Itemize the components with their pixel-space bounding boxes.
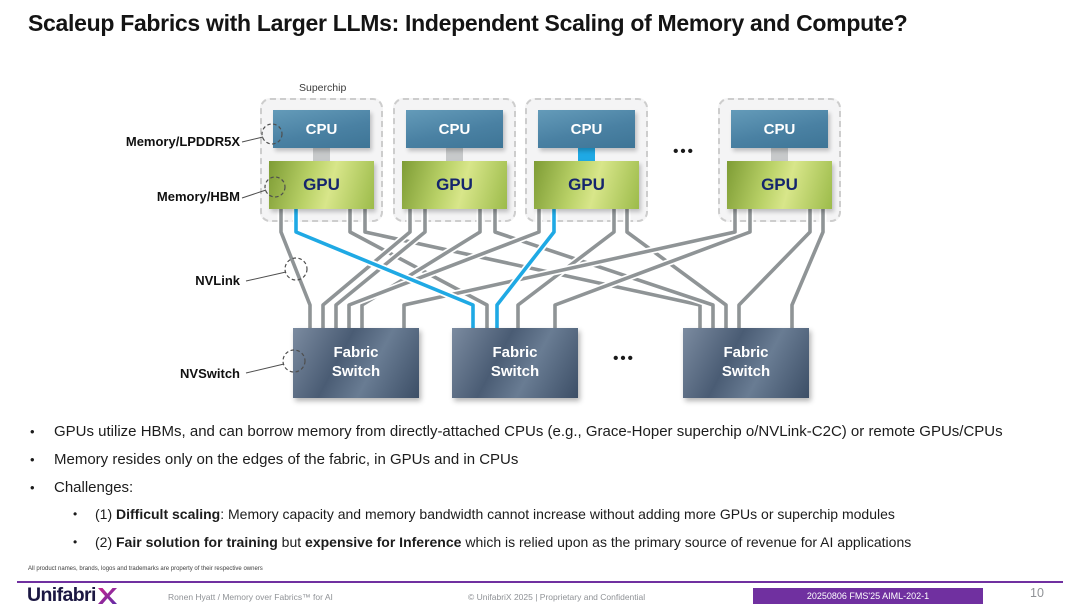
wire: [321, 209, 412, 328]
nvswitch-callout-line: [245, 363, 285, 374]
wire: [347, 209, 541, 328]
label-memory-lpddr5x: Memory/LPDDR5X: [125, 134, 240, 149]
cpu-box: CPU: [538, 110, 635, 148]
wire: [332, 209, 429, 328]
switch-ellipsis: •••: [613, 350, 635, 367]
footer-copyright: © UnifabriX 2025 | Proprietary and Confi…: [468, 592, 646, 602]
wire: [277, 209, 314, 328]
cpu-gpu-connector-nvlink: [578, 148, 595, 161]
bullet-item: GPUs utilize HBMs, and can borrow memory…: [30, 423, 1003, 440]
superchip-ellipsis: •••: [673, 143, 695, 160]
wire: [737, 209, 812, 328]
wire: [361, 209, 704, 328]
footer-credit: Ronen Hyatt / Memory over Fabrics™ for A…: [168, 592, 333, 602]
wire: [735, 209, 814, 328]
footer-disclaimer: All product names, brands, logos and tra…: [28, 566, 263, 572]
wire: [348, 209, 489, 328]
unifabrix-logo: Unifabri: [27, 584, 118, 607]
fabric-switch-box: Fabric Switch: [683, 328, 809, 398]
cpu-box: CPU: [273, 110, 370, 148]
nvlink-wire: [493, 209, 558, 328]
session-badge: 20250806 FMS'25 AIML-202-1: [753, 588, 983, 604]
bullet-text: Challenges:: [54, 479, 134, 496]
cpu-gpu-connector: [771, 148, 788, 161]
cpu-box: CPU: [731, 110, 828, 148]
label-nvlink: NVLink: [195, 273, 240, 288]
nvlink-callout-line: [245, 271, 287, 282]
sub-bullet-item: (1) Difficult scaling: Memory capacity a…: [73, 506, 895, 522]
gpu-box: GPU: [727, 161, 832, 209]
bullet-text: GPUs utilize HBMs, and can borrow memory…: [54, 423, 1003, 440]
wire: [319, 209, 414, 328]
sub-bullet-text: (1) Difficult scaling: Memory capacity a…: [95, 506, 895, 522]
cpu-box: CPU: [406, 110, 503, 148]
wire: [790, 209, 825, 328]
wire: [493, 209, 715, 328]
wire: [360, 209, 482, 328]
gpu-box: GPU: [534, 161, 639, 209]
wire: [788, 209, 827, 328]
unifabrix-logo-text: Unifabri: [27, 584, 96, 606]
sub-bullet-text: (2) Fair solution for training but expen…: [95, 534, 912, 550]
wire: [334, 209, 427, 328]
nvlink-wire: [292, 209, 477, 328]
wire: [514, 209, 618, 328]
wire: [345, 209, 543, 328]
fabric-switch-box: Fabric Switch: [452, 328, 578, 398]
wire: [551, 209, 754, 328]
superchip-label: Superchip: [299, 82, 347, 94]
wire: [279, 209, 312, 328]
wire: [516, 209, 616, 328]
nvlink-circle-annotation: [284, 257, 308, 281]
cpu-gpu-connector: [313, 148, 330, 161]
wire: [400, 209, 739, 328]
nvlink-wire: [294, 209, 475, 328]
label-memory-hbm: Memory/HBM: [156, 189, 240, 204]
gpu-box: GPU: [402, 161, 507, 209]
gpu-box: GPU: [269, 161, 374, 209]
wire: [402, 209, 737, 328]
bullet-item: Memory resides only on the edges of the …: [30, 451, 519, 468]
wire: [623, 209, 730, 328]
wire: [363, 209, 702, 328]
fabric-switch-box: Fabric Switch: [293, 328, 419, 398]
unifabrix-x-icon: [97, 587, 117, 604]
wire: [553, 209, 752, 328]
bullet-item: Challenges:: [30, 479, 134, 496]
wire: [346, 209, 491, 328]
sub-bullet-item: (2) Fair solution for training but expen…: [73, 534, 912, 550]
page-number: 10: [1030, 586, 1044, 600]
wire: [491, 209, 717, 328]
footer-divider: [17, 581, 1063, 583]
wire: [625, 209, 728, 328]
label-nvswitch: NVSwitch: [180, 366, 240, 381]
bullet-text: Memory resides only on the edges of the …: [54, 451, 519, 468]
slide-title: Scaleup Fabrics with Larger LLMs: Indepe…: [28, 10, 908, 36]
cpu-gpu-connector: [446, 148, 463, 161]
wire: [358, 209, 484, 328]
nvlink-wire: [495, 209, 556, 328]
